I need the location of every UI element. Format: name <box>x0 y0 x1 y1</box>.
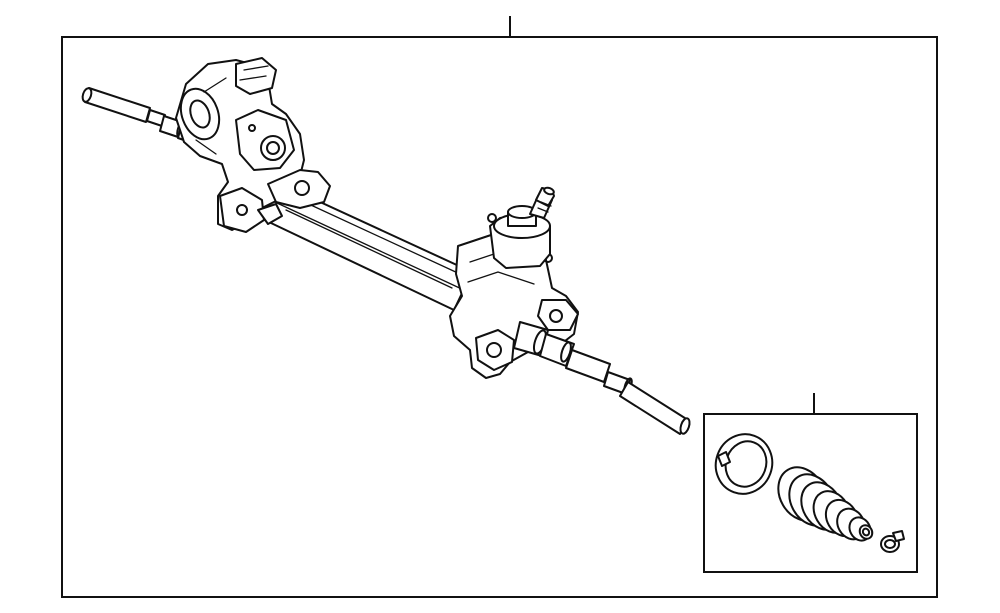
pinion-input-shaft <box>489 186 555 269</box>
motor-housing <box>175 57 331 233</box>
bellows-boot <box>777 466 874 542</box>
steering-gear-assembly <box>81 57 691 435</box>
rack-tube <box>251 177 473 311</box>
boot-kit-frame <box>703 393 918 573</box>
main-assembly-frame <box>61 16 938 598</box>
right-tie-rod <box>513 321 691 435</box>
small-clamp <box>880 530 905 553</box>
clamp-ring <box>714 433 774 495</box>
boot-kit <box>714 433 905 553</box>
